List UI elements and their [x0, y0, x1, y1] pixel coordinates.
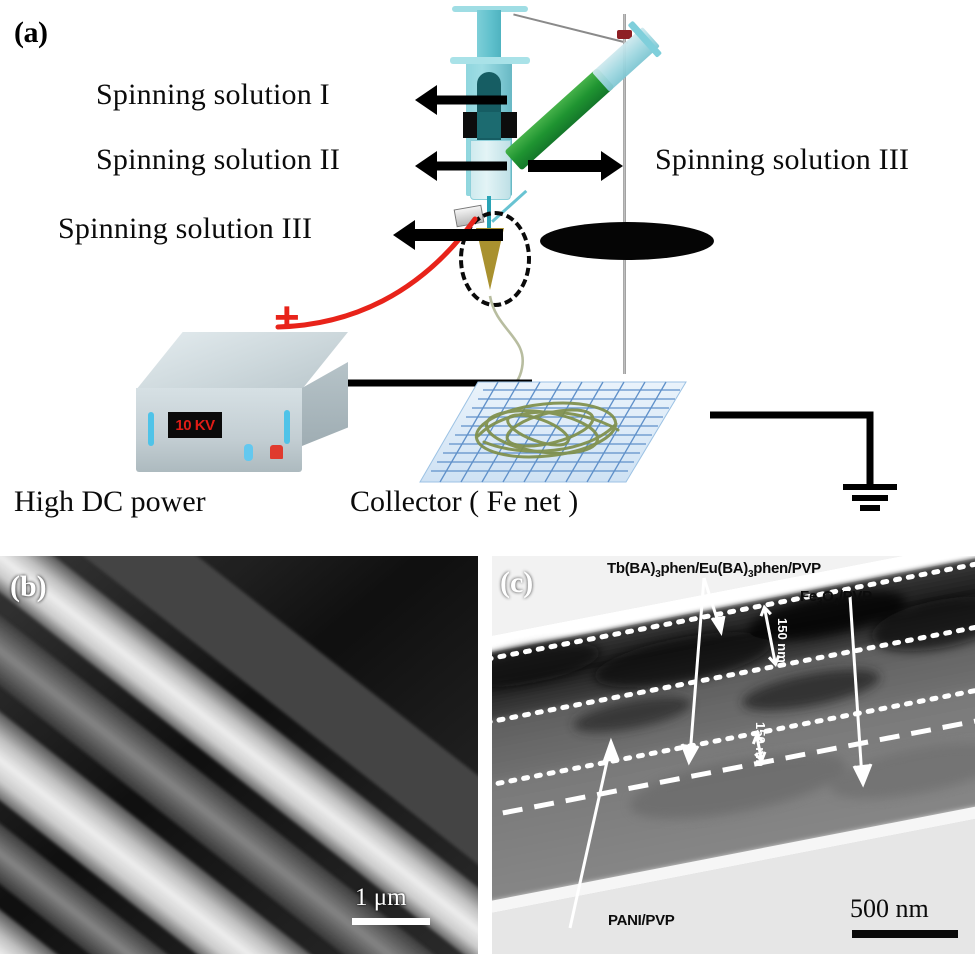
ground-wiring [348, 379, 897, 511]
panel-c-tem: (c) [492, 556, 975, 954]
power-supply-vent-right [284, 410, 290, 444]
label-spinning-solution-2: Spinning solution II [96, 143, 341, 176]
voltage-readout: 10 KV [175, 416, 215, 434]
tem-thickness-label-2: 150 nm [753, 722, 768, 767]
panel-a-label: (a) [14, 16, 48, 49]
scalebar-b-label: 1 μm [355, 884, 407, 911]
panel-c-label: (c) [500, 566, 534, 599]
collector-fe-net [418, 378, 688, 486]
collected-nanofiber-mat [474, 401, 620, 459]
tem-micrograph-image [492, 556, 975, 954]
tem-annotation-middle-layer: Fe3O4/PVP [800, 588, 872, 608]
coaxial-syringe-plunger [477, 10, 501, 62]
syringe-flange-top-icon [452, 6, 528, 12]
power-supply-display: 10 KV [168, 412, 222, 438]
stand-rod [623, 14, 626, 374]
collector-mesh-grid [419, 381, 687, 483]
scalebar-b-bar [352, 918, 430, 925]
power-supply-vent-left [148, 412, 154, 446]
label-high-dc-power: High DC power [14, 485, 206, 518]
panel-a-schematic: (a) [14, 6, 910, 518]
label-collector: Collector ( Fe net ) [350, 485, 579, 518]
sem-micrograph-image [0, 556, 478, 954]
scalebar-c-bar [852, 930, 958, 938]
stand-clamp [617, 30, 632, 39]
power-supply-knob-blue[interactable] [244, 444, 253, 461]
label-spinning-solution-3-left: Spinning solution III [58, 212, 313, 245]
panel-b-sem: (b) [0, 556, 478, 954]
high-voltage-wire [275, 216, 478, 330]
syringe-flange-mid-icon [450, 57, 530, 64]
power-supply-switch-red[interactable] [270, 445, 283, 459]
tem-thickness-label-1: 150 nm [775, 618, 790, 663]
panel-b-label: (b) [10, 570, 47, 603]
panel-divider [478, 556, 492, 954]
stand-base [540, 222, 714, 260]
scalebar-c-label: 500 nm [850, 894, 929, 923]
coaxial-syringe-collar-inner [477, 112, 501, 138]
label-spinning-solution-1: Spinning solution I [96, 78, 330, 111]
tem-annotation-outer-layer: Tb(BA)3phen/Eu(BA)3phen/PVP [607, 560, 821, 580]
positive-terminal-marker: + [274, 293, 300, 342]
tem-annotation-core-layer: PANI/PVP [608, 912, 675, 929]
third-solution-syringe [491, 20, 663, 237]
label-spinning-solution-3-right: Spinning solution III [655, 143, 910, 176]
taylor-cone-highlight-circle [459, 211, 531, 307]
third-syringe-solution [504, 67, 615, 171]
stand-support-wire [513, 13, 629, 44]
